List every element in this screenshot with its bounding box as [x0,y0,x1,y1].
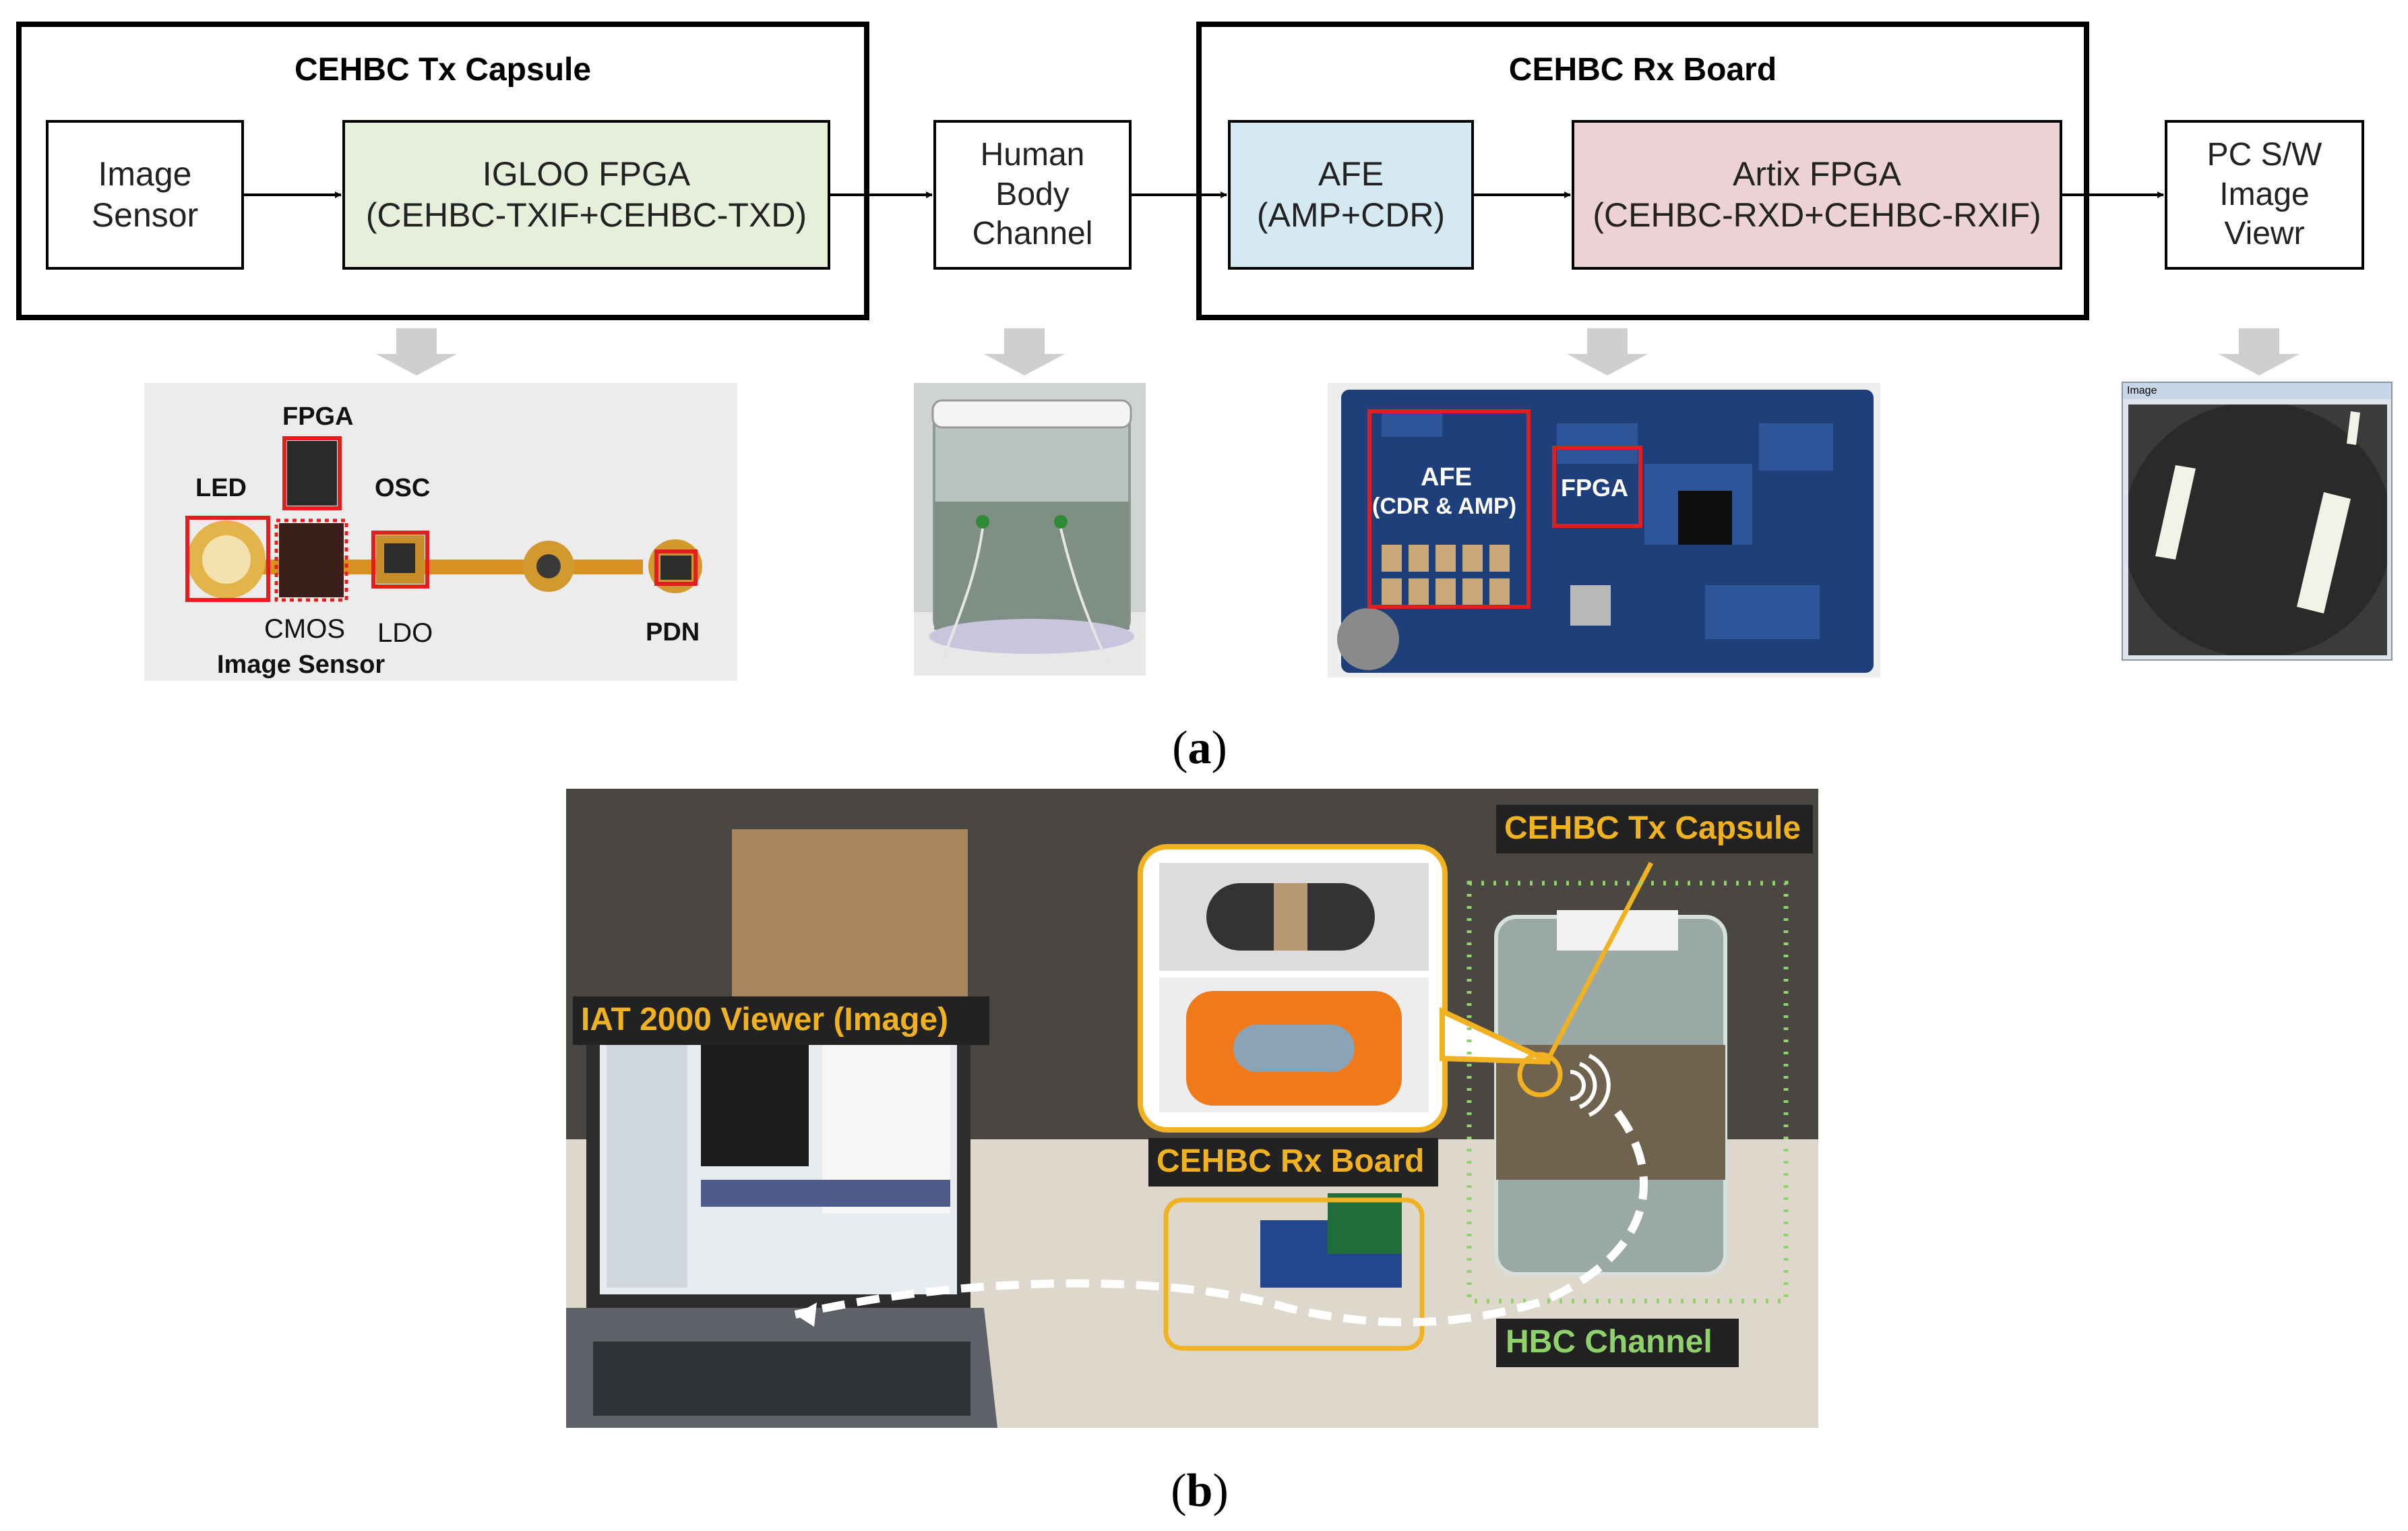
tx-board-photo-graphic: FPGA LED OSC CMOS LDO Image Sensor PDN [144,383,737,681]
caption-b: (b) [1171,1465,1229,1517]
channel-photo-graphic [914,383,1146,676]
viewer-window-photo: Image [2122,382,2392,661]
label-viewer: IAT 2000 Viewer (Image) [581,1002,948,1038]
tx-board-photo: FPGA LED OSC CMOS LDO Image Sensor PDN [144,383,737,681]
tx-label-fpga: FPGA [282,402,354,431]
hbc-line-3: Channel [972,216,1093,252]
hbc-line-2: Body [995,176,1070,212]
image-sensor-line-2: Sensor [91,196,199,234]
tx-label-osc: OSC [375,474,430,502]
tx-label-ldo: LDO [377,618,433,648]
rx-label-afe: AFE [1421,463,1472,491]
setup-photo-graphic: IAT 2000 Viewer (Image) CEHBC Tx Capsule… [566,789,1818,1428]
igloo-fpga-block: IGLOO FPGA (CEHBC-TXIF+CEHBC-TXD) [342,120,830,270]
igloo-fpga-line-2: (CEHBC-TXIF+CEHBC-TXD) [365,196,807,234]
panel-a-arrows [244,191,2299,376]
image-sensor-block: Image Sensor [46,120,244,270]
down-arrow-tx [376,328,457,376]
pc-viewer-line-1: PC S/W [2206,137,2322,173]
image-sensor-line-1: Image [98,155,192,193]
rx-board-photo: AFE (CDR & AMP) FPGA [1328,383,1880,678]
caption-a-letter: a [1187,722,1212,774]
afe-line-1: AFE [1318,155,1384,193]
pc-viewer-line-2: Image [2219,176,2310,212]
pc-viewer-line-3: Viewr [2224,216,2305,252]
caption-b-letter: b [1186,1465,1213,1517]
viewer-window-title: Image [2127,385,2157,396]
viewer-window-image [2128,404,2387,655]
afe-block: AFE (AMP+CDR) [1228,120,1474,270]
viewer-window-titlebar: Image [2123,383,2391,399]
hbc-line-1: Human [980,137,1085,173]
rx-board-title: CEHBC Rx Board [1508,52,1777,88]
tx-label-pdn: PDN [646,618,700,647]
human-body-channel-block: Human Body Channel [933,120,1132,270]
afe-line-2: (AMP+CDR) [1256,196,1446,234]
rx-label-afe-sub: (CDR & AMP) [1372,493,1516,519]
label-rx-board: CEHBC Rx Board [1156,1143,1424,1179]
label-hbc-channel: HBC Channel [1506,1324,1712,1360]
tx-capsule-title: CEHBC Tx Capsule [294,52,592,88]
label-tx-capsule: CEHBC Tx Capsule [1504,810,1801,846]
artix-fpga-block: Artix FPGA (CEHBC-RXD+CEHBC-RXIF) [1572,120,2062,270]
rx-label-fpga: FPGA [1561,474,1628,502]
channel-photo [914,383,1146,676]
pc-viewer-block: PC S/W Image Viewr [2165,120,2364,270]
down-arrow-rx [1567,328,1648,376]
igloo-fpga-line-1: IGLOO FPGA [482,155,691,193]
tx-label-cmos: CMOS [264,614,345,644]
artix-fpga-line-1: Artix FPGA [1732,155,1902,193]
tx-label-image-sensor: Image Sensor [217,651,385,679]
caption-a: (a) [1172,722,1227,774]
down-arrow-pc [2219,328,2299,376]
down-arrow-channel [984,328,1065,376]
artix-fpga-line-2: (CEHBC-RXD+CEHBC-RXIF) [1593,196,2041,234]
rx-board-photo-graphic: AFE (CDR & AMP) FPGA [1328,383,1880,678]
tx-label-led: LED [195,474,247,502]
setup-photo: IAT 2000 Viewer (Image) CEHBC Tx Capsule… [566,789,1818,1428]
